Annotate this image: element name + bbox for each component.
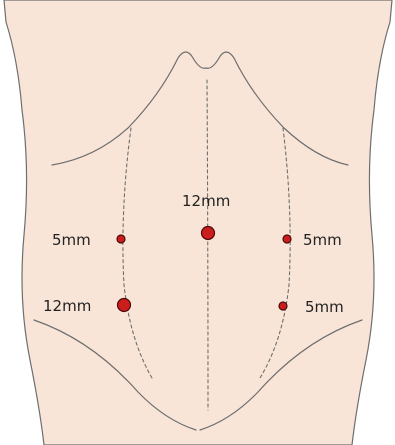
port-left-upper-label: 5mm (52, 231, 91, 249)
port-left-upper-marker (117, 235, 125, 243)
port-right-upper-marker (283, 235, 291, 243)
port-left-lower-marker (118, 299, 131, 312)
port-umbilical-label: 12mm (182, 192, 230, 210)
torso-silhouette (4, 0, 392, 445)
port-right-upper-label: 5mm (303, 231, 342, 249)
port-right-lower-marker (279, 302, 287, 310)
port-umbilical-marker (202, 227, 215, 240)
port-right-lower-label: 5mm (305, 298, 344, 316)
port-left-lower-label: 12mm (43, 297, 91, 315)
